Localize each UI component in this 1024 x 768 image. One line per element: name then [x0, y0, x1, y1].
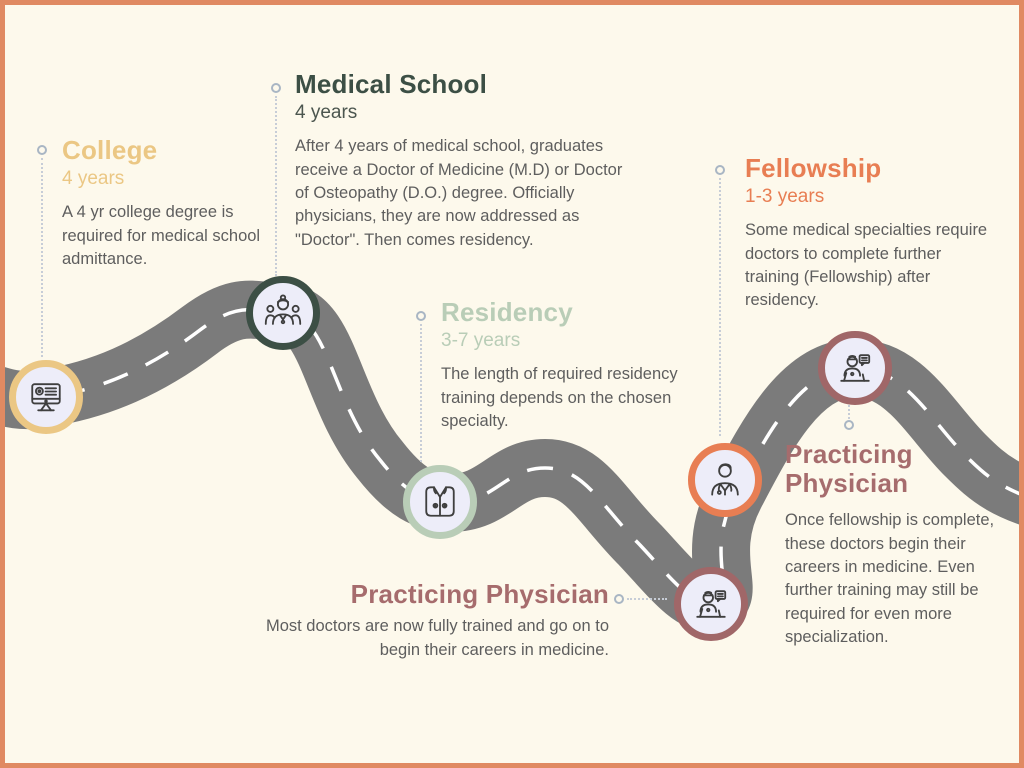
leader-line-college	[41, 158, 43, 357]
college-milestone	[9, 360, 83, 434]
practicing-physician-final-milestone	[818, 331, 892, 405]
leader-line-medical-school	[275, 96, 277, 276]
telehealth-doctor-icon	[696, 590, 727, 618]
residency-milestone	[403, 465, 477, 539]
leader-dot-medical-school	[271, 83, 281, 93]
section-fellowship: Fellowship 1-3 years Some medical specia…	[745, 153, 989, 313]
leader-dot-practicing-final	[844, 420, 854, 430]
road-center-line	[5, 307, 1019, 605]
medical-school-milestone	[246, 276, 320, 350]
section-duration: 1-3 years	[745, 186, 825, 208]
section-description: Once fellowship is complete, these docto…	[785, 511, 995, 647]
leader-dot-residency	[416, 311, 426, 321]
section-practicing-physician-most: Practicing Physician Most doctors are no…	[263, 579, 609, 662]
section-description: A 4 yr college degree is required for me…	[62, 203, 261, 268]
section-residency: Residency 3-7 years The length of requir…	[441, 297, 699, 433]
section-title: Medical School	[295, 69, 488, 99]
section-title: College	[62, 135, 158, 165]
leader-line-residency	[420, 324, 422, 462]
leader-line-fellowship	[719, 178, 721, 436]
section-title: Residency	[441, 297, 573, 327]
section-description: After 4 years of medical school, graduat…	[295, 137, 623, 249]
section-medical-school: Medical School 4 years After 4 years of …	[295, 69, 637, 252]
section-description: Some medical specialties require doctors…	[745, 221, 988, 310]
section-title: Fellowship	[745, 153, 882, 183]
leader-dot-fellowship	[715, 165, 725, 175]
medical-team-icon	[264, 294, 302, 325]
practicing-physician-most-milestone	[674, 567, 748, 641]
leader-line-practicing-most	[627, 598, 667, 600]
computer-monitor-icon	[31, 383, 61, 412]
section-duration: 4 years	[62, 168, 125, 190]
section-description: Most doctors are now fully trained and g…	[265, 617, 609, 659]
section-description: The length of required residency trainin…	[441, 365, 678, 430]
lab-coat-icon	[425, 486, 455, 517]
section-practicing-physician-final: Practicing Physician Once fellowship is …	[785, 439, 1007, 650]
section-title: Practicing Physician	[785, 439, 913, 499]
section-duration: 3-7 years	[441, 330, 521, 352]
section-duration: 4 years	[295, 102, 358, 124]
section-college: College 4 years A 4 yr college degree is…	[62, 135, 262, 271]
leader-dot-practicing-most	[614, 594, 624, 604]
telehealth-doctor-icon	[840, 354, 871, 382]
leader-line-practicing-final	[848, 402, 850, 419]
leader-dot-college	[37, 145, 47, 155]
doctor-icon	[711, 463, 739, 496]
fellowship-milestone	[688, 443, 762, 517]
section-title: Practicing Physician	[350, 579, 609, 609]
